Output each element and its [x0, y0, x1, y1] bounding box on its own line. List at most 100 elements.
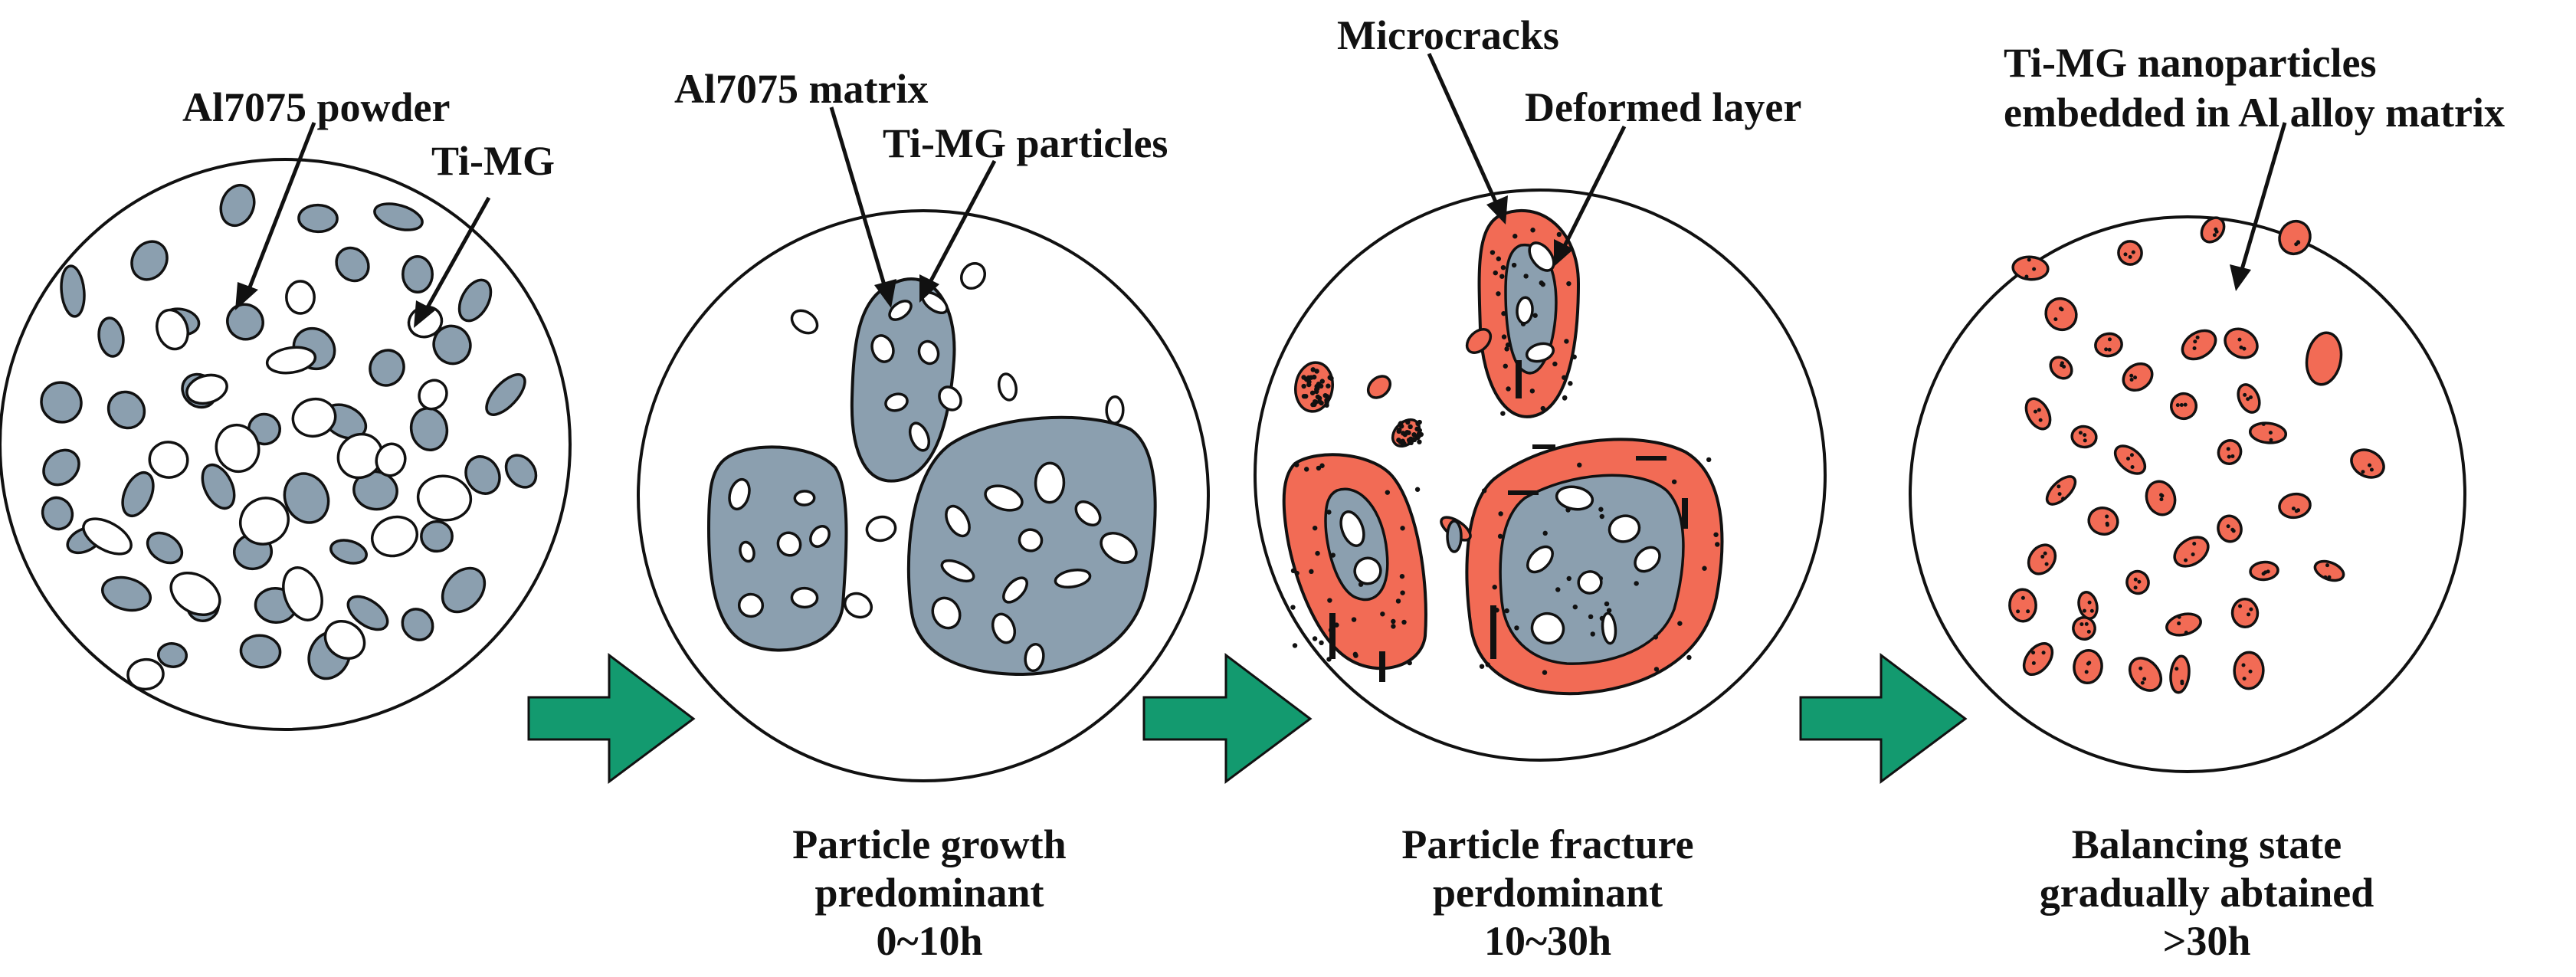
- stage-2-particles: [706, 261, 1157, 677]
- nanoparticle-dot: [1556, 231, 1562, 238]
- nanoparticle-dot: [2016, 609, 2020, 614]
- deformed-leader-arrowhead: [1554, 239, 1574, 267]
- nanoparticle-dot: [2107, 337, 2112, 342]
- stage-3-caption-line-2: perdominant: [1433, 870, 1663, 916]
- ti-mg-inclusion: [1555, 485, 1594, 511]
- stage-2-particle-growth: Al7075 matrix Ti-MG particles Particle g…: [637, 66, 1210, 964]
- nanoparticle-dot: [2033, 409, 2037, 414]
- nanoparticle-dot: [2248, 669, 2253, 674]
- nanoparticle-dot: [1566, 280, 1571, 287]
- nanoparticle-dot: [2133, 585, 2138, 590]
- label-microcracks: Microcracks: [1337, 12, 1559, 58]
- stage-1-particles: [40, 183, 538, 691]
- al7075-powder-particle: [420, 520, 454, 553]
- al7075-powder-particle: [219, 183, 256, 228]
- nanoparticle-dot: [2192, 541, 2197, 546]
- nanoparticle-dot: [2325, 563, 2330, 568]
- nanoparticle-dot: [1399, 573, 1405, 579]
- al7075-powder-particle: [504, 454, 538, 489]
- al7075-powder-particle: [401, 255, 434, 293]
- ti-mg-free-particle: [790, 309, 819, 335]
- nanoparticle-dot: [1571, 354, 1577, 360]
- label-al7075-powder: Al7075 powder: [182, 84, 451, 130]
- nanoparticle-dot: [2369, 467, 2374, 472]
- nanoparticle-dot: [1500, 411, 1506, 416]
- nanoparticle-dot: [1314, 384, 1319, 389]
- nano-leader-arrowhead: [2230, 264, 2251, 291]
- nanoparticle-dot: [1671, 479, 1677, 484]
- nanoparticle-dot: [1497, 533, 1503, 539]
- label-ti-mg-particles: Ti-MG particles: [883, 120, 1168, 166]
- ti-mg-powder-particle: [156, 308, 189, 351]
- ti-mg-nanocomposite-particle: [2278, 492, 2312, 520]
- ti-mg-nanocomposite-particle: [2278, 219, 2312, 256]
- ti-mg-nanocomposite-particle: [2072, 616, 2096, 641]
- ti-mg-inclusion: [870, 334, 895, 363]
- nanoparticle-dot: [2060, 361, 2064, 366]
- ti-mg-inclusion: [776, 531, 802, 557]
- nanoparticle-dot: [2294, 509, 2299, 513]
- nanoparticle-dot: [1715, 542, 1720, 547]
- nanoparticle-dot: [2131, 250, 2135, 254]
- ti-mg-powder-particle: [82, 517, 133, 556]
- nanoparticle-dot: [1552, 361, 1558, 367]
- powder-leader-arrowhead: [235, 282, 258, 310]
- nanoparticle-dot: [1653, 667, 1660, 672]
- ti-mg-inclusion: [793, 490, 816, 507]
- al7075-powder-particle: [201, 463, 236, 510]
- nanoparticle-dot: [2026, 609, 2030, 614]
- ti-mg-inclusion: [1526, 545, 1554, 574]
- nanoparticle-dot: [1312, 636, 1318, 641]
- nanoparticle-dot: [1511, 262, 1517, 268]
- al7075-powder-particle: [373, 202, 424, 231]
- label-nano-line-1: Ti-MG nanoparticles: [2004, 40, 2377, 86]
- nanoparticle-dot: [2043, 551, 2047, 556]
- ti-mg-free-particle: [938, 385, 962, 411]
- nanoparticle-dot: [1504, 608, 1509, 614]
- nanoparticle-dot: [2082, 608, 2086, 613]
- ti-mg-powder-particle: [148, 441, 189, 479]
- ti-mg-inclusion: [884, 392, 909, 412]
- nanoparticle-dot: [1312, 398, 1318, 405]
- ti-mg-nanocomposite-particle: [2045, 475, 2077, 506]
- nanoparticle-dot: [2040, 554, 2045, 559]
- nanoparticle-dot: [2084, 621, 2089, 626]
- ti-mg-nanocomposite-particle: [2169, 654, 2191, 694]
- ti-mg-inclusion: [991, 612, 1017, 644]
- nanoparticle-dot: [1319, 463, 1325, 468]
- nanoparticle-dot: [2105, 514, 2109, 519]
- label-deformed-layer: Deformed layer: [1525, 84, 1801, 130]
- nanoparticle-dot: [1292, 643, 1298, 648]
- nanoparticle-dot: [1327, 598, 1332, 603]
- nanoparticle-dot: [1572, 604, 1578, 610]
- nanoparticle-dot: [2031, 661, 2036, 665]
- nanoparticle-dot: [1529, 389, 1535, 394]
- nanoparticle-dot: [1301, 393, 1307, 399]
- ti-mg-free-particle: [865, 515, 897, 543]
- nanoparticle-dot: [2037, 408, 2041, 412]
- ti-mg-nanocomposite-particle: [2217, 439, 2243, 465]
- ti-mg-inclusion: [1601, 611, 1617, 645]
- label-ti-mg: Ti-MG: [431, 138, 555, 184]
- al7075-powder-particle: [121, 471, 155, 517]
- al7075-powder-particle: [41, 496, 74, 531]
- nanoparticle-dot: [2177, 615, 2181, 619]
- nanoparticle-dot: [1406, 438, 1412, 443]
- nanoparticle-dot: [1604, 601, 1610, 607]
- nanoparticle-dot: [1416, 434, 1421, 439]
- nanoparticle-dot: [2291, 507, 2296, 511]
- nanoparticle-dot: [1590, 631, 1595, 637]
- nanoparticle-dot: [1405, 419, 1411, 425]
- nanoparticle-dot: [2027, 257, 2031, 262]
- nanoparticle-dot: [1319, 640, 1324, 646]
- nanoparticle-dot: [1326, 383, 1331, 389]
- stage-4-caption-line-1: Balancing state: [2072, 821, 2342, 867]
- nanoparticle-dot: [1309, 390, 1316, 395]
- nanoparticle-dot: [1301, 383, 1306, 389]
- al7075-powder-particle: [297, 203, 339, 234]
- nanoparticle-dot: [2368, 463, 2372, 467]
- nanoparticle-dot: [1706, 457, 1712, 463]
- nanoparticle-dot: [2159, 497, 2164, 502]
- ti-mg-powder-particle: [239, 497, 290, 546]
- nanoparticle-dot: [2031, 651, 2036, 655]
